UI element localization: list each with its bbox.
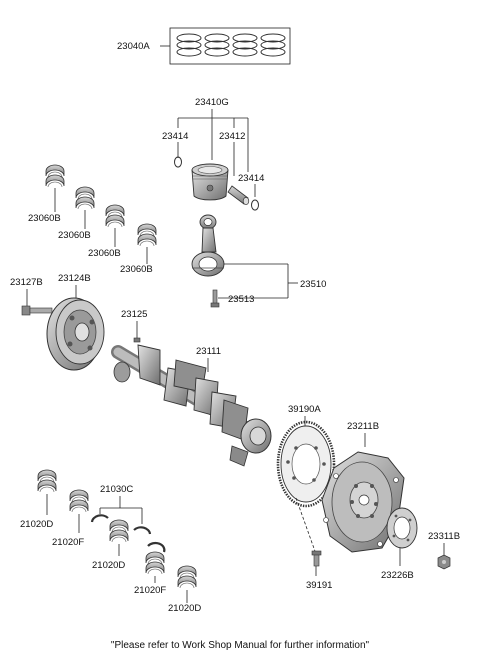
main-bearing-5 [178,566,196,603]
label-23513: 23513 [228,294,254,305]
label-39190a: 39190A [288,404,321,415]
label-21020d-1: 21020D [20,519,53,530]
conrod-bearing-2 [76,187,94,229]
crank-key [133,321,141,343]
pulley-bolt [21,289,53,316]
label-23414-left: 23414 [162,131,188,142]
label-21020d-3: 21020D [168,603,201,614]
label-23060b-2: 23060B [58,230,91,241]
main-bearing-1 [38,470,56,515]
conrod-leader-lines [218,263,298,299]
label-23040a: 23040A [117,41,150,52]
damper-pulley [46,285,105,371]
label-23125: 23125 [121,309,147,320]
main-bearing-3 [110,520,128,556]
label-23410g: 23410G [195,97,229,108]
conrod-bearing-4 [138,224,156,264]
label-23412: 23412 [219,131,245,142]
label-21030c: 21030C [100,484,133,495]
main-bearing-2 [70,490,88,533]
adapter-plate [386,507,418,566]
conrod-bolt [210,289,220,308]
label-23111: 23111 [196,346,221,357]
label-21020d-2: 21020D [92,560,125,571]
target-wheel-bolt [295,497,322,576]
label-23510: 23510 [300,279,326,290]
label-23060b-1: 23060B [28,213,61,224]
snap-ring-right [251,199,259,211]
conrod-bearing-3 [106,205,124,247]
label-23060b-4: 23060B [120,264,153,275]
main-bearing-4 [146,552,164,583]
thrust-washers [90,496,166,553]
target-wheel [276,420,336,508]
plate-bolt [437,543,451,570]
label-23211b: 23211B [347,421,379,432]
crankshaft [111,344,272,467]
label-23226b: 23226B [381,570,414,581]
label-23060b-3: 23060B [88,248,121,259]
conrod-bearing-1 [46,165,64,212]
snap-ring-left [174,156,182,168]
label-23414-right: 23414 [238,173,264,184]
connecting-rod [191,214,225,277]
label-23124b: 23124B [58,273,91,284]
footer-note: "Please refer to Work Shop Manual for fu… [111,640,370,651]
label-21020f-1: 21020F [52,537,84,548]
piston-leader-lines [177,109,256,197]
piston-ring-set [160,27,291,65]
label-39191: 39191 [306,580,332,591]
piston-pin [227,185,250,205]
piston [191,163,229,201]
label-23127b: 23127B [10,277,43,288]
drive-plate [321,451,405,553]
label-21020f-2: 21020F [134,585,166,596]
label-23311b: 23311B [428,531,460,542]
